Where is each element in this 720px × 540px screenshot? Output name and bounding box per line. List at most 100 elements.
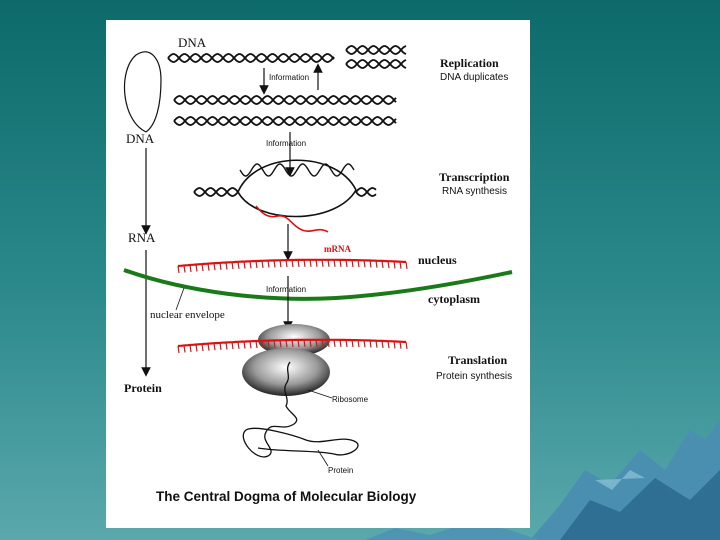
transcription-info-label: Information (266, 139, 306, 148)
transcription-bubble (237, 159, 357, 218)
dna-helix-left-of-bubble (193, 187, 239, 197)
mrna-base (339, 339, 342, 347)
mrna-base (189, 264, 192, 273)
nuclear-envelope-label: nuclear envelope (150, 309, 225, 321)
mrna-base (285, 340, 288, 348)
translation-heading: Translation (448, 353, 507, 367)
mrna-base (381, 260, 384, 268)
translation-info-label: Information (266, 285, 306, 294)
mrna-strand-emerging (255, 205, 329, 233)
mrna-base (297, 339, 300, 347)
dna-helix-top-right-upper (345, 45, 407, 55)
dna-helices (167, 45, 407, 197)
mrna-base (195, 264, 198, 272)
mrna-base (177, 265, 180, 274)
mrna-base (303, 339, 306, 347)
replication-subtitle: DNA duplicates (440, 72, 508, 83)
mrna-base (345, 339, 348, 348)
mrna-base (279, 260, 282, 268)
mrna-base (213, 263, 216, 271)
mrna-base (267, 260, 270, 268)
mrna-base (231, 342, 234, 350)
mrna-base (285, 260, 288, 268)
central-dogma-figure: DNA DNA RNA Protein Information Replicat… (106, 20, 530, 528)
protein-pointer (317, 449, 329, 467)
mrna-base (303, 259, 306, 267)
mrna-base (237, 261, 240, 269)
dna-helix-top (167, 53, 335, 63)
mrna-base (327, 339, 330, 347)
dna-helix-right-of-bubble (355, 187, 377, 197)
mrna-base (189, 344, 192, 353)
mrna-base (279, 340, 282, 348)
mrna-base (315, 339, 318, 347)
mrna-base (225, 262, 228, 270)
mrna-base (309, 259, 312, 267)
mrna-base (201, 343, 204, 352)
mrna-base (237, 341, 240, 349)
mrna-base (261, 260, 264, 268)
nucleus-label: nucleus (418, 253, 457, 267)
rna-label: RNA (128, 230, 156, 245)
mrna-base (405, 261, 408, 270)
transcription-heading: Transcription (439, 170, 510, 184)
protein-left-label: Protein (124, 381, 162, 395)
dna-helix-top-right-lower (345, 59, 407, 69)
mrna-base (225, 342, 228, 350)
mrna-base (375, 340, 378, 348)
dna-helix-lower (173, 116, 397, 126)
translation-subtitle: Protein synthesis (436, 371, 512, 382)
mrna-base (207, 263, 210, 271)
dna-helix-middle (173, 95, 397, 105)
cytoplasm-label: cytoplasm (428, 292, 480, 306)
mrna-base (177, 345, 180, 354)
protein-chain (242, 361, 359, 458)
mrna-base (387, 261, 390, 269)
replication-info-label: Information (269, 73, 309, 82)
mrna-base (219, 262, 222, 270)
mrna-base (207, 343, 210, 351)
mrna-base (273, 340, 276, 348)
mrna-base (327, 259, 330, 267)
mrna-base (183, 345, 186, 353)
mrna-base (369, 340, 372, 348)
mrna-base (357, 340, 360, 348)
mrna-base (387, 341, 390, 349)
nuclear-envelope-pointer (175, 287, 185, 311)
protein-bottom-label: Protein (328, 466, 353, 475)
dna-top-label: DNA (178, 35, 207, 50)
mrna-base (243, 341, 246, 349)
mrna-base (321, 259, 324, 267)
mrna-base (393, 341, 396, 349)
mrna-base (243, 261, 246, 269)
nucleus-mrna (177, 258, 408, 274)
ribosome-label: Ribosome (332, 395, 369, 404)
mrna-base (369, 260, 372, 268)
mrna-base (291, 339, 294, 348)
mrna-base (195, 344, 198, 352)
mrna-base (291, 259, 294, 268)
mrna-base (333, 259, 336, 267)
mrna-base (363, 340, 366, 348)
mrna-base (183, 265, 186, 273)
dna-mid-label: DNA (126, 131, 155, 146)
mrna-base (345, 259, 348, 268)
mrna-base (201, 263, 204, 272)
mrna-base (363, 260, 366, 268)
mrna-base (405, 341, 408, 350)
diagram-title: The Central Dogma of Molecular Biology (156, 489, 417, 504)
mrna-base (309, 339, 312, 347)
mrna-base (261, 340, 264, 348)
replication-loop-arrow (123, 51, 162, 133)
mrna-base (315, 259, 318, 267)
mrna-label: mRNA (324, 244, 351, 254)
iceberg-decoration (365, 420, 720, 540)
transcription-subtitle: RNA synthesis (442, 186, 507, 197)
nuclear-envelope-membrane (123, 268, 513, 301)
replication-heading: Replication (440, 56, 499, 70)
mrna-base (255, 340, 258, 349)
mrna-base (399, 341, 402, 349)
mrna-base (351, 259, 354, 268)
mrna-base (357, 260, 360, 268)
